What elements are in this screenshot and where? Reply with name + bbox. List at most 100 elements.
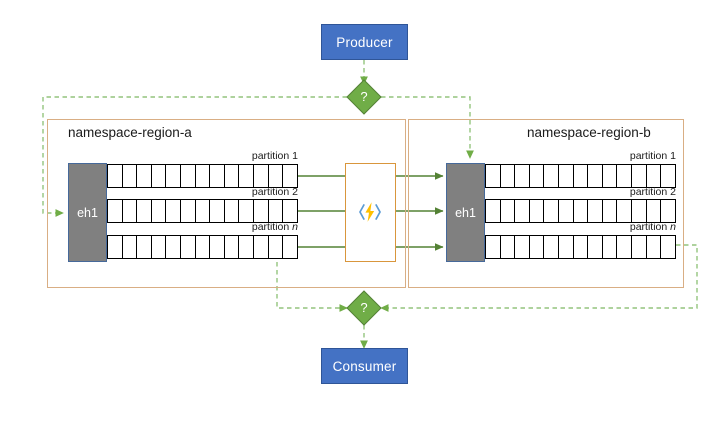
partition-cell: [123, 236, 138, 258]
edge-namespace-b-to-consumer-decision: [380, 244, 698, 312]
partition-cell: [574, 236, 589, 258]
function-app-box[interactable]: [345, 163, 396, 262]
partition-cell: [661, 200, 675, 222]
namespace-region-b: [408, 119, 684, 288]
partition-cell: [152, 236, 167, 258]
partition-a1-label: partition 1: [251, 150, 298, 162]
partition-cell: [239, 200, 255, 222]
partition-cell: [647, 165, 662, 187]
eventhub-b[interactable]: eh1: [446, 163, 485, 262]
partition-a2-label: partition 2: [251, 186, 298, 198]
partition-cell: [225, 200, 240, 222]
partition-cell: [501, 165, 516, 187]
partition-cell: [181, 236, 196, 258]
partition-cell: [269, 200, 284, 222]
partition-cell: [166, 236, 182, 258]
partition-cell: [559, 236, 574, 258]
partition-cell: [137, 236, 152, 258]
partition-cell: [647, 200, 662, 222]
partition-cell: [632, 165, 647, 187]
partition-cell: [254, 200, 269, 222]
partition-b2-label: partition 2: [629, 186, 676, 198]
partition-cell: [196, 236, 211, 258]
partition-cell: [501, 200, 516, 222]
partition-cell: [617, 200, 633, 222]
partition-cell: [108, 165, 123, 187]
partition-cell: [530, 165, 545, 187]
partition-cell: [617, 236, 633, 258]
partition-cell: [574, 165, 589, 187]
partition-cell: [196, 165, 211, 187]
partition-cell: [574, 200, 589, 222]
partition-cell: [588, 200, 603, 222]
partition-cell: [486, 165, 501, 187]
partition-a1[interactable]: [107, 164, 298, 188]
namespace-region-a: [47, 119, 406, 288]
partition-cell: [225, 236, 240, 258]
decision-top-shape[interactable]: [346, 79, 382, 115]
partition-cell: [603, 165, 618, 187]
partition-cell: [254, 165, 269, 187]
partition-cell: [588, 236, 603, 258]
eventhub-a[interactable]: eh1: [68, 163, 107, 262]
partition-cell: [123, 165, 138, 187]
eventhub-a-label: eh1: [77, 205, 98, 220]
partition-cell: [108, 200, 123, 222]
partition-an[interactable]: [107, 235, 298, 259]
producer-box[interactable]: Producer: [321, 24, 408, 60]
partition-cell: [530, 236, 545, 258]
partition-cell: [647, 236, 662, 258]
partition-cell: [181, 200, 196, 222]
partition-cell: [166, 200, 182, 222]
partition-cell: [632, 200, 647, 222]
partition-cell: [544, 200, 560, 222]
edge-decision-to-namespace-b: [381, 96, 474, 159]
partition-cell: [559, 200, 574, 222]
partition-cell: [137, 200, 152, 222]
partition-cell: [210, 165, 225, 187]
partition-cell: [269, 236, 284, 258]
partition-cell: [225, 165, 240, 187]
partition-cell: [123, 200, 138, 222]
partition-cell: [196, 200, 211, 222]
edge-decision-to-namespace-a: [42, 96, 347, 217]
partition-cell: [603, 200, 618, 222]
partition-cell: [544, 165, 560, 187]
partition-cell: [239, 236, 255, 258]
partition-cell: [283, 236, 297, 258]
partition-cell: [486, 200, 501, 222]
partition-bn[interactable]: [485, 235, 676, 259]
partition-cell: [530, 200, 545, 222]
partition-cell: [661, 236, 675, 258]
partition-b1[interactable]: [485, 164, 676, 188]
consumer-box[interactable]: Consumer: [321, 348, 408, 384]
partition-cell: [269, 165, 284, 187]
partition-b2[interactable]: [485, 199, 676, 223]
partition-cell: [501, 236, 516, 258]
partition-cell: [283, 200, 297, 222]
namespace-region-b-title: namespace-region-b: [527, 125, 651, 140]
partition-an-label: partition n: [251, 221, 298, 233]
partition-cell: [632, 236, 647, 258]
partition-a2[interactable]: [107, 199, 298, 223]
decision-bottom-shape[interactable]: [346, 290, 382, 326]
partition-cell: [559, 165, 574, 187]
partition-cell: [254, 236, 269, 258]
azure-functions-lightning-icon: [359, 202, 381, 222]
partition-cell: [166, 165, 182, 187]
partition-cell: [661, 165, 675, 187]
partition-cell: [152, 165, 167, 187]
producer-label: Producer: [336, 34, 393, 50]
partition-cell: [486, 236, 501, 258]
partition-bn-label: partition n: [629, 221, 676, 233]
namespace-region-a-title: namespace-region-a: [68, 125, 192, 140]
consumer-label: Consumer: [332, 358, 397, 374]
partition-cell: [210, 236, 225, 258]
partition-cell: [515, 236, 530, 258]
eventhub-b-label: eh1: [455, 205, 476, 220]
partition-cell: [617, 165, 633, 187]
partition-cell: [515, 200, 530, 222]
decision-bottom-label: ?: [360, 300, 368, 315]
partition-cell: [181, 165, 196, 187]
